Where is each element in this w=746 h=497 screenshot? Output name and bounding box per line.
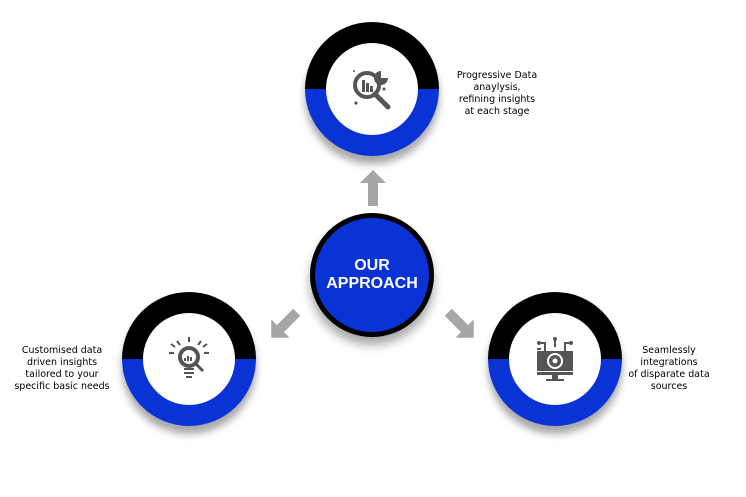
arrow-up-icon [360,170,386,206]
arrow-down-right-icon [444,308,474,338]
caption-custom-insights: Customised data driven insights tailored… [0,345,127,393]
caption-line: refining insights [458,94,536,105]
caption-line: tailored to your [25,369,99,380]
caption-line: of disparate data [628,369,710,380]
monitor-gear-integration-icon [537,337,573,381]
node-custom-insights [122,292,256,426]
caption-line: driven insights [26,357,98,368]
caption-line: Progressive Data [456,70,538,81]
hub-title-line2: APPROACH [326,275,418,292]
caption-line: integrations [640,357,698,368]
node-data-analysis [305,22,439,156]
caption-line: Customised data [21,345,103,356]
arrow-down-left-icon [271,308,301,338]
caption-line: at each stage [464,106,530,117]
data-analysis-magnifier-icon [353,70,391,110]
caption-line: specific basic needs [14,381,110,392]
hub-title-line1: OUR [354,257,390,274]
lightbulb-insights-icon [169,337,209,378]
caption-line: Seamlessly [642,345,696,356]
caption-line: anaylysis, [473,82,521,93]
node-integrations [488,292,622,426]
caption-line: sources [650,381,688,392]
caption-integrations: Seamlessly integrations of disparate dat… [604,345,734,393]
our-approach-hub: OUR APPROACH [310,213,434,337]
caption-data-analysis: Progressive Data anaylysis, refining ins… [432,70,562,118]
